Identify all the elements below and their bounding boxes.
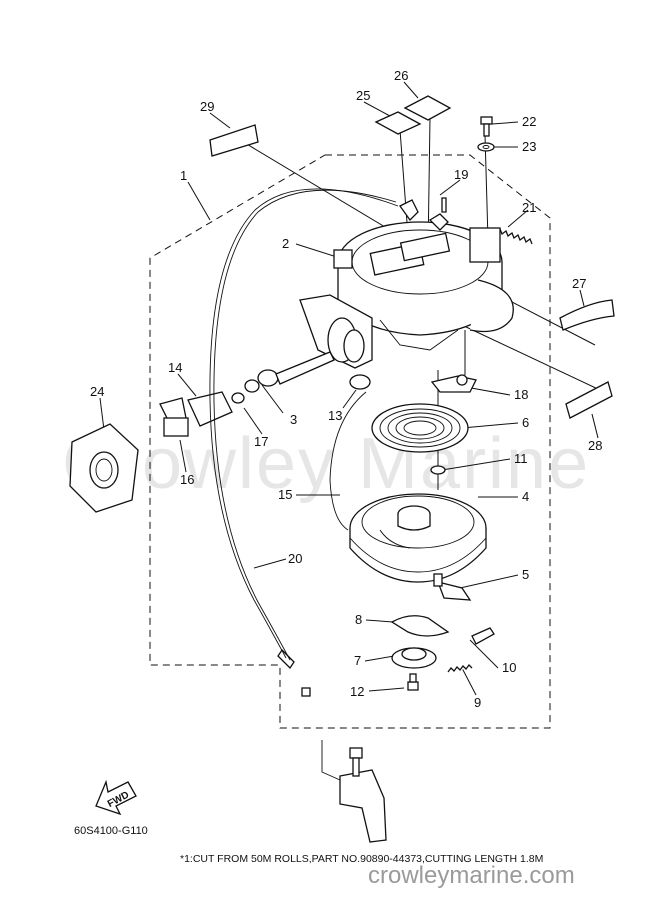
callout-10: 10 [502, 660, 516, 675]
callout-29: 29 [200, 99, 214, 114]
friction-plate-8 [390, 615, 450, 637]
decal-28 [565, 381, 613, 419]
callout-21: 21 [522, 200, 536, 215]
callout-8: 8 [355, 612, 362, 627]
callout-27: 27 [572, 276, 586, 291]
callout-24: 24 [90, 384, 104, 399]
fwd-arrow-icon: FWD [95, 779, 137, 816]
decal-27 [559, 299, 615, 331]
pawl-18 [430, 375, 477, 393]
rope-guide-14 [159, 391, 233, 437]
washer-23 [477, 142, 495, 152]
decal-29 [209, 124, 259, 157]
callout-18: 18 [514, 387, 528, 402]
assembly-boundary [149, 154, 551, 729]
callout-23: 23 [522, 139, 536, 154]
callout-28: 28 [588, 438, 602, 453]
spring-9 [447, 664, 473, 673]
decal-25 [374, 111, 422, 135]
callout-14: 14 [168, 360, 182, 375]
nut-13 [349, 374, 371, 390]
callout-26: 26 [394, 68, 408, 83]
bolt-22 [480, 116, 493, 137]
footnote: *1:CUT FROM 50M ROLLS,PART NO.90890-4437… [180, 853, 543, 865]
callout-12: 12 [350, 684, 364, 699]
callout-22: 22 [522, 114, 536, 129]
starter-housing-2 [299, 221, 514, 369]
bolt-12 [407, 673, 419, 691]
callout-6: 6 [522, 415, 529, 430]
callout-20: 20 [288, 551, 302, 566]
callout-2: 2 [282, 236, 289, 251]
callout-5: 5 [522, 567, 529, 582]
callout-3: 3 [290, 412, 297, 427]
plate-7 [391, 647, 437, 669]
callout-4: 4 [522, 489, 529, 504]
callout-11: 11 [514, 451, 528, 466]
diagram-ref: 60S4100-G110 [74, 825, 148, 837]
callout-16: 16 [180, 472, 194, 487]
return-spring-10 [471, 627, 495, 645]
grommet-24 [69, 423, 139, 513]
callout-1: 1 [180, 168, 187, 183]
clamp-1 [399, 199, 419, 222]
leader-lines [99, 81, 601, 696]
callout-13: 13 [328, 408, 342, 423]
decal-26 [403, 95, 452, 121]
callout-25: 25 [356, 88, 370, 103]
pawl-5 [436, 581, 472, 601]
watermark-url: crowleymarine.com [368, 862, 575, 889]
pin-19 [441, 197, 447, 213]
parts [69, 95, 615, 843]
spring-21 [495, 227, 533, 245]
sheave-drum-4 [349, 493, 487, 583]
callout-17: 17 [254, 434, 268, 449]
spiral-spring-6 [371, 403, 469, 453]
callout-15: 15 [278, 487, 292, 502]
callout-9: 9 [474, 695, 481, 710]
callouts: 1 2 3 4 5 6 7 8 9 10 11 12 13 14 15 16 1… [90, 68, 602, 710]
circlip-11 [430, 465, 446, 475]
callout-19: 19 [454, 167, 468, 182]
watermark: Crowley Marine [62, 424, 590, 504]
handle-3 [231, 351, 335, 404]
cable-bracket-20 [277, 648, 387, 843]
callout-7: 7 [354, 653, 361, 668]
